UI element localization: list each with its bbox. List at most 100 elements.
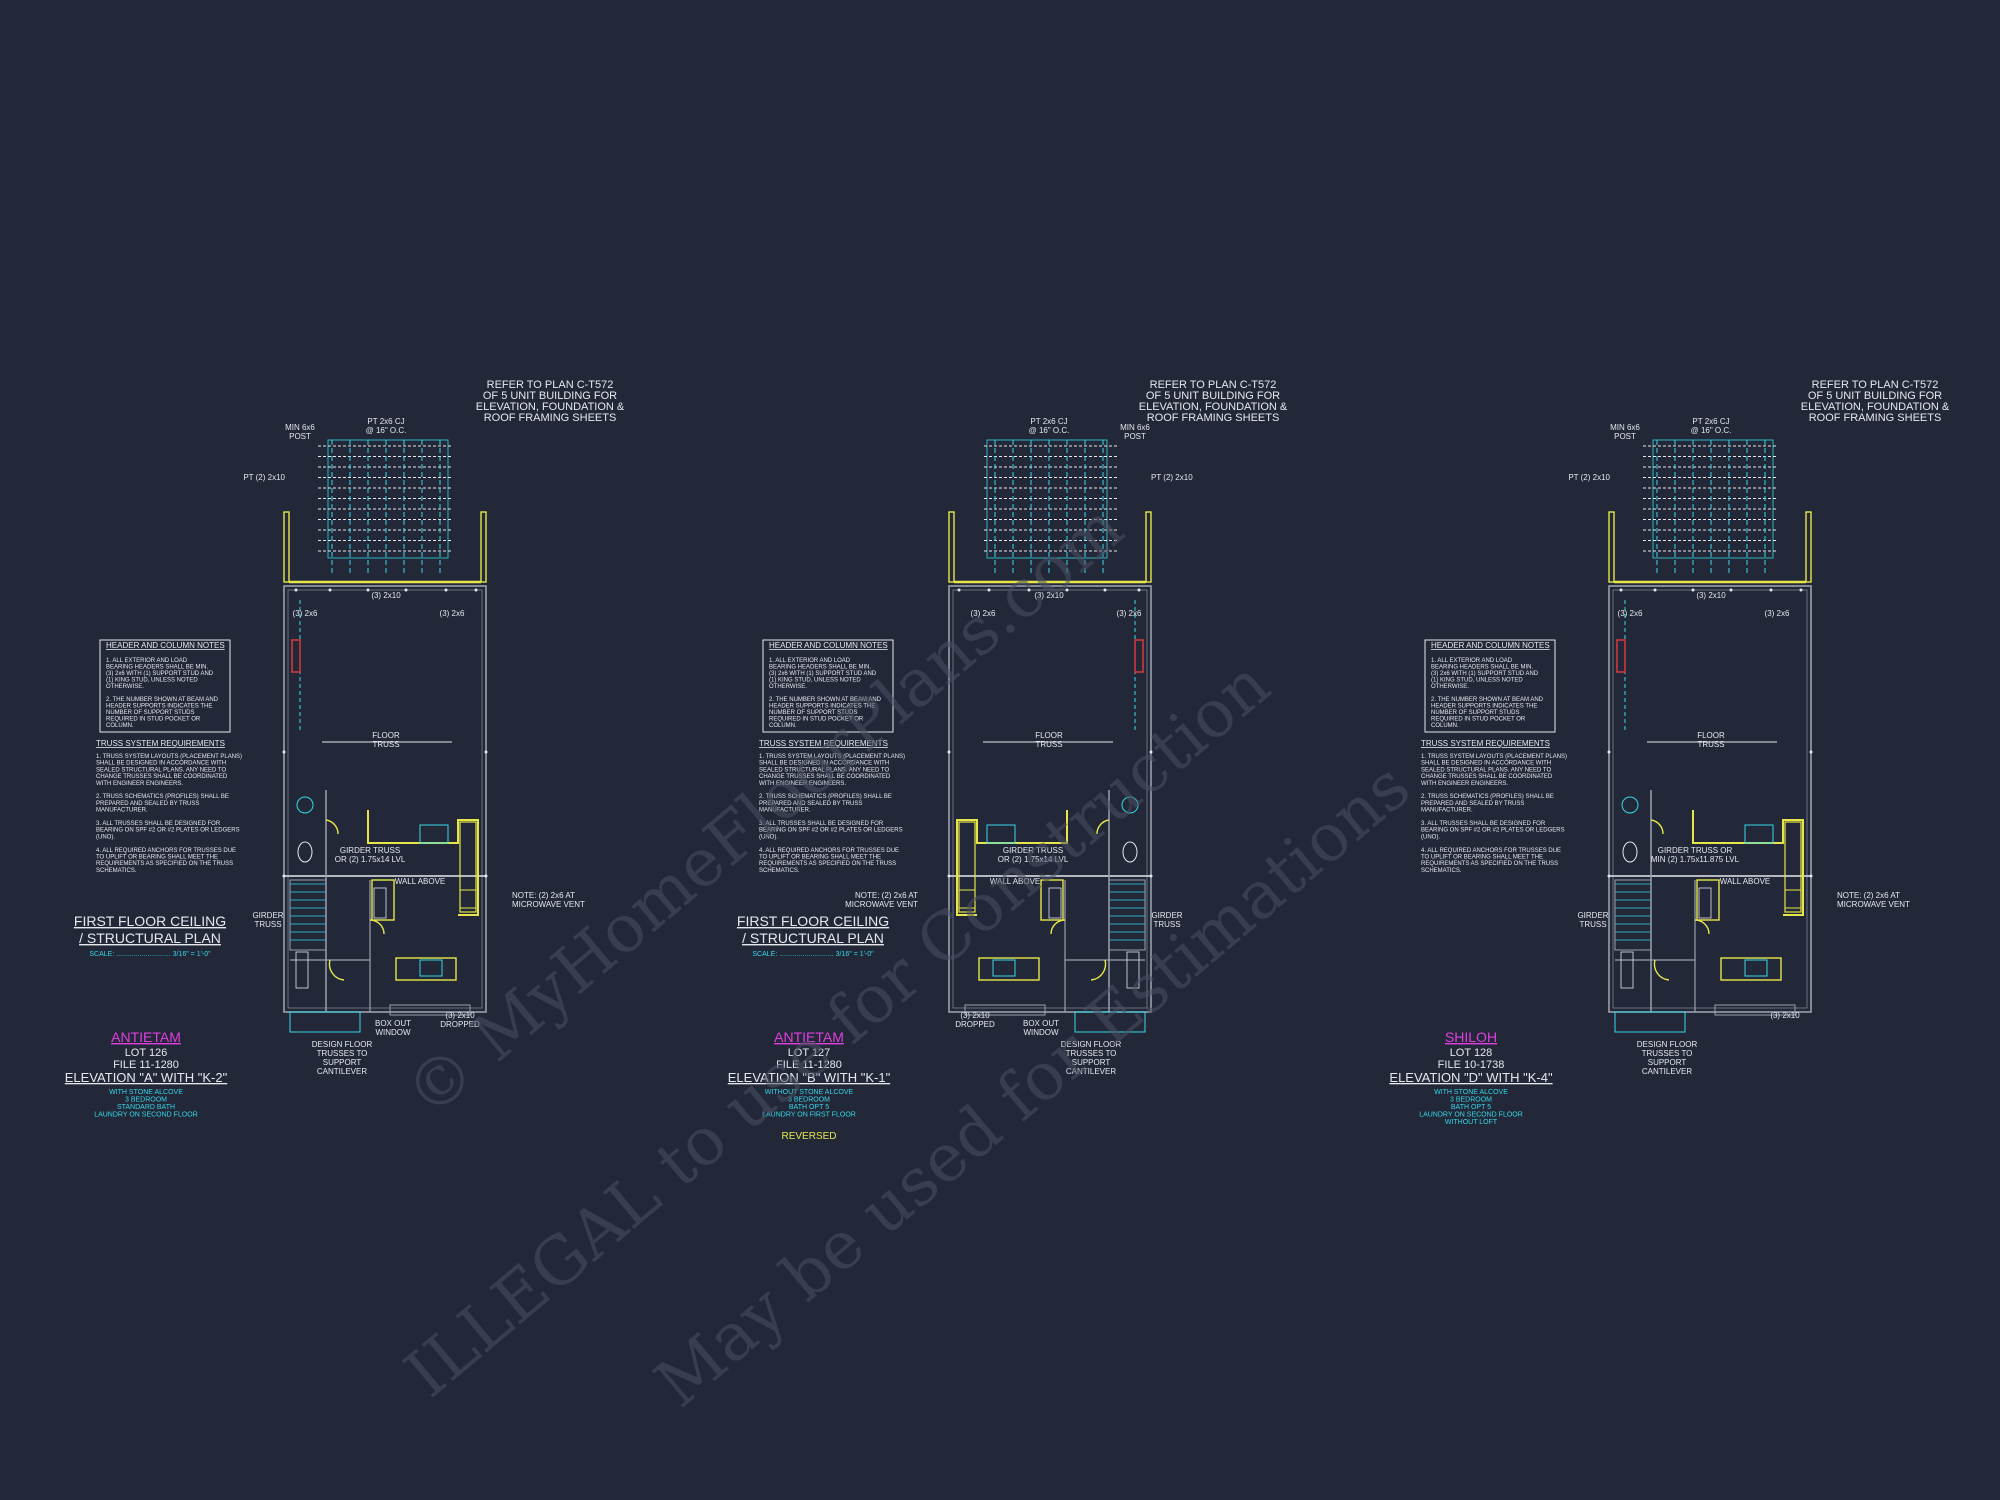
truss-note-line: CHANGE TRUSSES SHALL BE COORDINATED [759, 774, 891, 780]
door-swing [1653, 959, 1670, 981]
cantilever-bay [1614, 1011, 1686, 1033]
option-line: 3 BEDROOM [125, 1097, 167, 1104]
stud-marker [282, 874, 286, 878]
floor-truss-box [295, 951, 309, 989]
lot-number: LOT 127 [788, 1047, 831, 1059]
post-label: MIN 6x6 [285, 423, 315, 432]
truss-note-line: REQUIREMENTS AS SPECIFIED ON THE TRUSS [759, 861, 896, 867]
header-note-line: 1. ALL EXTERIOR AND LOAD [106, 658, 188, 664]
box-out-label: WINDOW [375, 1028, 411, 1037]
truss-note-line: MANUFACTURER. [759, 808, 811, 814]
dropped-label: (3) 2x10 [1770, 1011, 1800, 1020]
option-line: WITHOUT STONE ALCOVE [765, 1089, 854, 1096]
truss-note-line: 1. TRUSS SYSTEM LAYOUTS (PLACEMENT PLANS… [96, 754, 242, 760]
lower-sink [419, 959, 443, 977]
truss-note-line: (UNO). [759, 834, 778, 840]
dropped-label: DROPPED [440, 1020, 480, 1029]
vent-note: MICROWAVE VENT [1837, 900, 1910, 909]
header-note-line: (1) KING STUD, UNLESS NOTED [769, 678, 861, 684]
truss-note-line: SHALL BE DESIGNED IN ACCORDANCE WITH [759, 761, 889, 767]
pt-beam-label: PT (2) 2x10 [1568, 473, 1610, 482]
stud-marker [1149, 750, 1153, 754]
corner-label: (3) 2x6 [440, 609, 465, 618]
unit-name: ANTIETAM [111, 1029, 181, 1045]
cooktop-icon [1784, 889, 1802, 909]
box-out-label: WINDOW [1023, 1028, 1059, 1037]
stud-marker [1691, 588, 1695, 592]
wall-above-label: WALL ABOVE [395, 877, 446, 886]
exterior-wall-inner [1612, 589, 1808, 1009]
truss-note-line: MANUFACTURER. [1421, 808, 1473, 814]
truss-note-line: BEARING ON SPF #2 OR #2 PLATES OR LEDGER… [96, 828, 240, 834]
cj-label: PT 2x6 CJ [367, 417, 404, 426]
kitchen-island [1696, 879, 1720, 921]
deck-post [1145, 511, 1152, 583]
box-out-label: BOX OUT [375, 1019, 411, 1028]
door-swing [1694, 919, 1710, 935]
box-out-window [1714, 1004, 1796, 1016]
kitchen-island [371, 879, 395, 921]
header-notes-box [762, 639, 894, 733]
stud-marker [366, 588, 370, 592]
truss-note-line: CHANGE TRUSSES SHALL BE COORDINATED [96, 774, 228, 780]
stud-marker [1619, 588, 1623, 592]
truss-note-line: 1. TRUSS SYSTEM LAYOUTS (PLACEMENT PLANS… [1421, 754, 1567, 760]
header-label: (3) 2x10 [1696, 591, 1726, 600]
truss-note-line: PREPARED AND SEALED BY TRUSS [759, 801, 862, 807]
header-note-line: BEARING HEADERS SHALL BE MIN. [769, 665, 871, 671]
floor-truss-box [1620, 951, 1634, 989]
refer-note-line: ELEVATION, FOUNDATION & [476, 401, 625, 413]
cooktop-icon [958, 889, 976, 909]
header-note-line: (3) 2x6 WITH (1) SUPPORT STUD AND [106, 671, 214, 677]
girder-truss-note: MIN (2) 1.75x11.875 LVL [1651, 855, 1740, 864]
header-note-line: (1) KING STUD, UNLESS NOTED [1431, 678, 1523, 684]
floor-truss-label: TRUSS [1035, 740, 1062, 749]
toilet-icon [1122, 841, 1138, 863]
header-note-line: (3) 2x6 WITH (1) SUPPORT STUD AND [769, 671, 877, 677]
design-floor-note: CANTILEVER [1066, 1067, 1116, 1076]
truss-notes-title: TRUSS SYSTEM REQUIREMENTS [96, 739, 225, 748]
header-notes-box [1424, 639, 1556, 733]
exterior-wall [948, 585, 1152, 1013]
door-swing [1050, 919, 1066, 935]
header-note-line: BEARING HEADERS SHALL BE MIN. [1431, 665, 1533, 671]
refer-note-line: ROOF FRAMING SHEETS [1809, 412, 1942, 424]
option-line: WITHOUT LOFT [1445, 1119, 1498, 1126]
header-note-line: 1. ALL EXTERIOR AND LOAD [769, 658, 851, 664]
girder-truss-note: OR (2) 1.75x14 LVL [998, 855, 1069, 864]
stud-marker [957, 588, 961, 592]
truss-note-line: 2. TRUSS SCHEMATICS (PROFILES) SHALL BE [96, 794, 229, 800]
stud-marker [1729, 588, 1733, 592]
stud-marker [1769, 588, 1773, 592]
header-note-line: COLUMN. [1431, 723, 1459, 729]
wall-above-label: WALL ABOVE [990, 877, 1041, 886]
stud-marker [987, 588, 991, 592]
truss-note-line: SCHEMATICS. [96, 868, 137, 874]
header-note-line: 1. ALL EXTERIOR AND LOAD [1431, 658, 1513, 664]
header-note-line: REQUIRED IN STUD POCKET OR [1431, 717, 1526, 723]
reversed-label: REVERSED [781, 1131, 836, 1142]
file-number: FILE 11-1280 [113, 1059, 179, 1071]
cj-label: PT 2x6 CJ [1692, 417, 1729, 426]
corner-label: (3) 2x6 [1765, 609, 1790, 618]
door-swing [369, 919, 385, 935]
deck-post [1608, 511, 1615, 583]
cantilever-bay [1074, 1011, 1146, 1033]
kitchen-counter [1692, 810, 1804, 916]
stud-marker [1065, 588, 1069, 592]
girder-truss-label: TRUSS [254, 920, 281, 929]
stud-marker [328, 588, 332, 592]
kitchen-counter [956, 810, 1068, 916]
lower-cabinets [978, 957, 1040, 981]
truss-note-line: TO UPLIFT OR BEARING SHALL MEET THE [1421, 855, 1543, 861]
kitchen-island [1040, 879, 1064, 921]
sink-icon [296, 796, 314, 814]
floor-truss-label: FLOOR [1697, 731, 1725, 740]
sink-icon [1621, 796, 1639, 814]
truss-note-line: MANUFACTURER. [96, 808, 148, 814]
stud-marker [474, 588, 478, 592]
design-floor-note: SUPPORT [1648, 1058, 1687, 1067]
vent-note: NOTE: (2) 2x6 AT [1837, 891, 1900, 900]
